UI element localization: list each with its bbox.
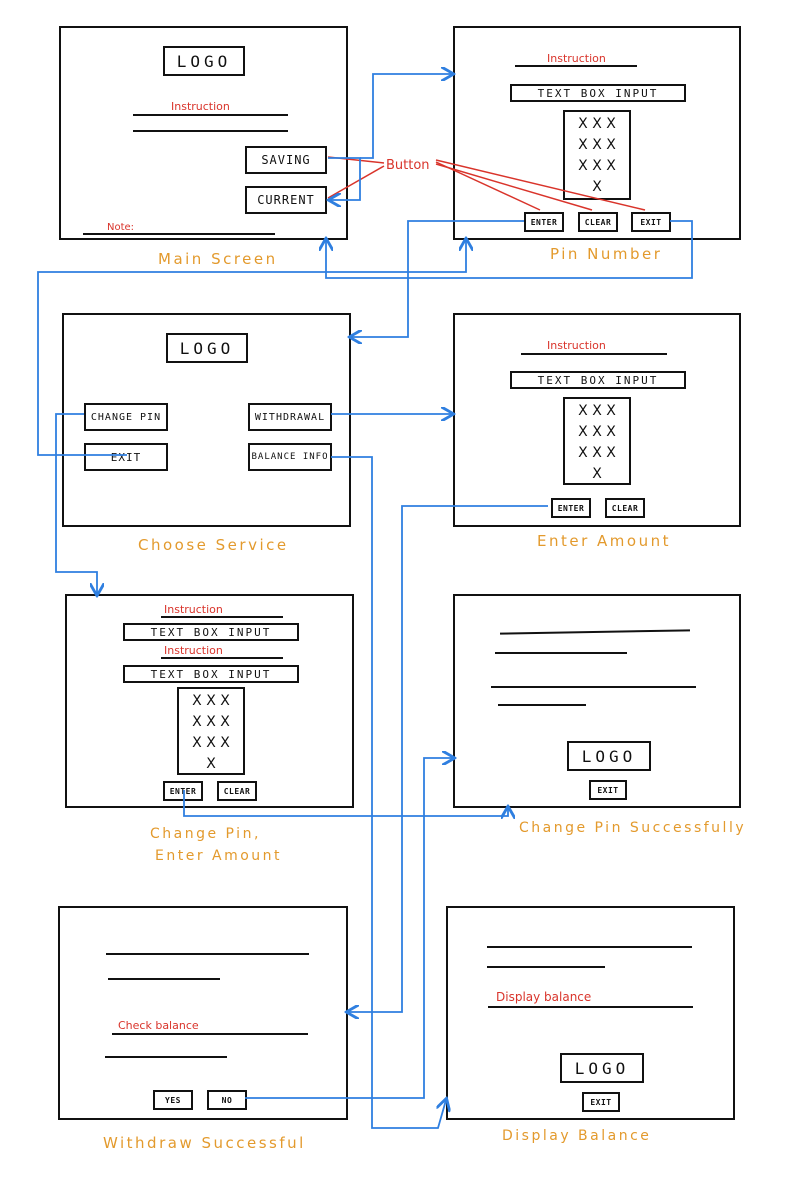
keypad-row[interactable]: X — [592, 466, 602, 482]
caption-change-pin-success: Change Pin Successfully — [519, 820, 747, 836]
text-box-input[interactable]: TEXT BOX INPUT — [123, 623, 299, 641]
text-box-input[interactable]: TEXT BOX INPUT — [510, 84, 686, 102]
exit-button[interactable]: EXIT — [84, 443, 168, 471]
enter-amount-frame: Instruction TEXT BOX INPUT X X X X X X X… — [453, 313, 741, 527]
text-line — [112, 1033, 308, 1035]
button-annotation: Button — [386, 158, 430, 173]
keypad-row[interactable]: X X X — [578, 403, 616, 419]
keypad[interactable]: X X X X X X X X X X — [563, 110, 631, 200]
text-line — [105, 1056, 227, 1058]
withdrawal-button[interactable]: WITHDRAWAL — [248, 403, 332, 431]
text-box-input[interactable]: TEXT BOX INPUT — [510, 371, 686, 389]
caption-display-balance: Display Balance — [502, 1128, 652, 1144]
exit-button[interactable]: EXIT — [582, 1092, 620, 1112]
caption-change-pin: Change Pin, — [150, 826, 261, 842]
instruction-line — [161, 616, 283, 618]
clear-button[interactable]: CLEAR — [605, 498, 645, 518]
caption-choose-service: Choose Service — [138, 536, 289, 554]
caption-enter-amount-2: Enter Amount — [155, 848, 283, 864]
caption-enter-amount: Enter Amount — [537, 532, 671, 550]
keypad-row[interactable]: X X X — [192, 714, 230, 730]
caption-pin-number: Pin Number — [550, 245, 663, 263]
no-button[interactable]: NO — [207, 1090, 247, 1110]
yes-button[interactable]: YES — [153, 1090, 193, 1110]
instruction-line — [133, 130, 288, 132]
instruction-line — [161, 657, 283, 659]
enter-button[interactable]: ENTER — [163, 781, 203, 801]
keypad-row[interactable]: X — [206, 756, 216, 772]
main-screen-frame: LOGO Instruction SAVING CURRENT Note: — [59, 26, 348, 240]
keypad-row[interactable]: X X X — [578, 445, 616, 461]
text-line — [488, 1006, 693, 1008]
keypad-row[interactable]: X X X — [578, 116, 616, 132]
note-line — [83, 233, 275, 235]
enter-button[interactable]: ENTER — [551, 498, 591, 518]
note-label: Note: — [107, 222, 135, 233]
text-line — [487, 966, 605, 968]
keypad[interactable]: X X X X X X X X X X — [563, 397, 631, 485]
instruction-label: Instruction — [164, 644, 223, 657]
text-line — [487, 946, 692, 948]
choose-service-frame: LOGO CHANGE PIN EXIT WITHDRAWAL BALANCE … — [62, 313, 351, 527]
text-line — [499, 629, 691, 635]
pin-number-frame: Instruction TEXT BOX INPUT X X X X X X X… — [453, 26, 741, 240]
instruction-line — [515, 65, 637, 67]
keypad-row[interactable]: X X X — [192, 735, 230, 751]
change-pin-button[interactable]: CHANGE PIN — [84, 403, 168, 431]
logo: LOGO — [567, 741, 651, 771]
keypad-row[interactable]: X X X — [578, 137, 616, 153]
change-pin-frame: Instruction TEXT BOX INPUT Instruction T… — [65, 594, 354, 808]
logo: LOGO — [166, 333, 248, 363]
instruction-label: Instruction — [164, 603, 223, 616]
caption-main-screen: Main Screen — [158, 250, 278, 268]
saving-button[interactable]: SAVING — [245, 146, 327, 174]
display-balance-label: Display balance — [496, 990, 592, 1004]
current-button[interactable]: CURRENT — [245, 186, 327, 214]
check-balance-label: Check balance — [118, 1019, 199, 1032]
keypad-row[interactable]: X — [592, 179, 602, 195]
text-line — [108, 978, 220, 980]
instruction-label: Instruction — [547, 339, 606, 352]
logo: LOGO — [560, 1053, 644, 1083]
keypad-row[interactable]: X X X — [578, 424, 616, 440]
withdraw-success-frame: Check balance YES NO — [58, 906, 348, 1120]
instruction-line — [133, 114, 288, 116]
clear-button[interactable]: CLEAR — [578, 212, 618, 232]
display-balance-frame: Display balance LOGO EXIT — [446, 906, 735, 1120]
instruction-label: Instruction — [547, 52, 606, 65]
instruction-label: Instruction — [171, 100, 230, 113]
keypad-row[interactable]: X X X — [578, 158, 616, 174]
instruction-line — [521, 353, 667, 355]
clear-button[interactable]: CLEAR — [217, 781, 257, 801]
balance-info-button[interactable]: BALANCE INFO — [248, 443, 332, 471]
keypad-row[interactable]: X X X — [192, 693, 230, 709]
change-pin-success-frame: LOGO EXIT — [453, 594, 741, 808]
text-line — [498, 704, 586, 706]
exit-button[interactable]: EXIT — [589, 780, 627, 800]
text-line — [491, 686, 696, 688]
text-line — [106, 953, 309, 955]
text-box-input[interactable]: TEXT BOX INPUT — [123, 665, 299, 683]
logo: LOGO — [163, 46, 245, 76]
caption-withdraw-success: Withdraw Successful — [103, 1134, 306, 1152]
enter-button[interactable]: ENTER — [524, 212, 564, 232]
text-line — [495, 652, 627, 654]
keypad[interactable]: X X X X X X X X X X — [177, 687, 245, 775]
exit-button[interactable]: EXIT — [631, 212, 671, 232]
